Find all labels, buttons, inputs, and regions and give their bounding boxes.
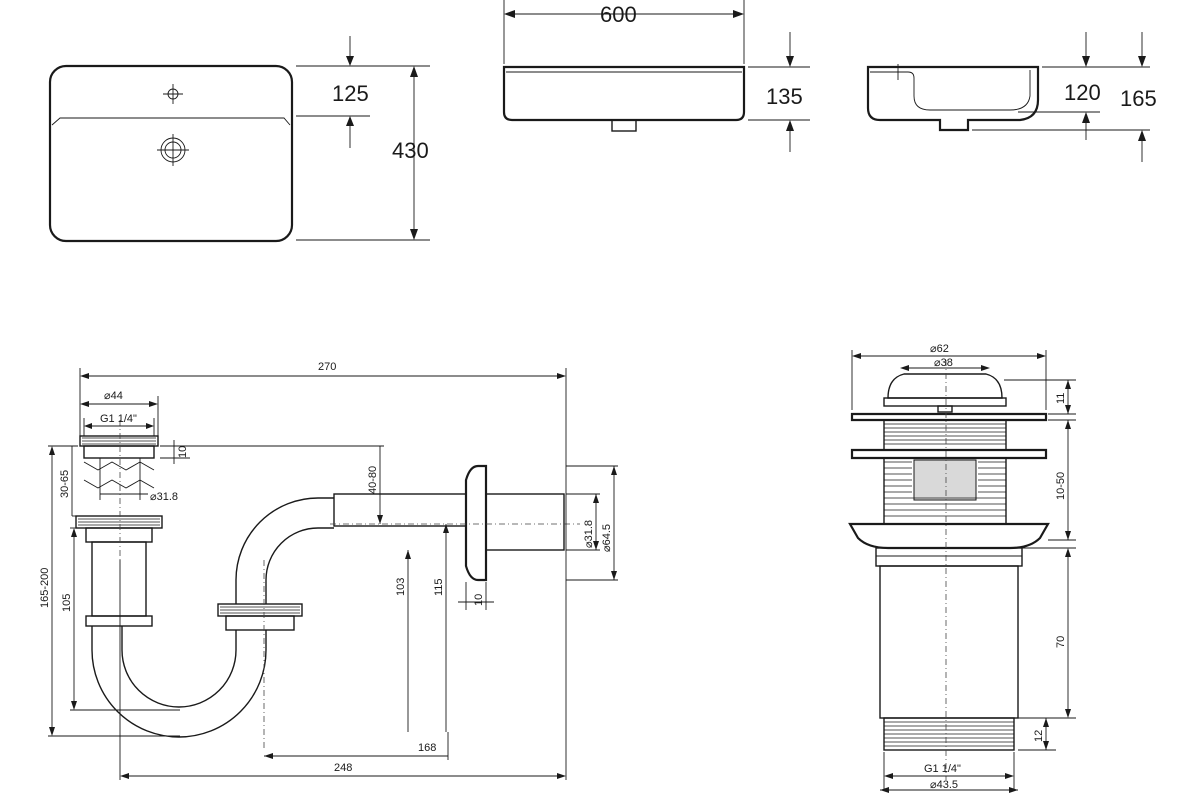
drain-hole-icon (157, 134, 189, 166)
dim-flange-diameter: ⌀64.5 (601, 524, 613, 552)
dim-168: 168 (418, 742, 436, 754)
dim-103: 103 (395, 578, 407, 596)
dim-11: 11 (1055, 393, 1067, 404)
tap-hole-icon (163, 84, 183, 104)
dim-pipe-diameter-31-8: ⌀31.8 (150, 491, 178, 503)
dim-diameter-62: ⌀62 (930, 343, 949, 355)
dim-30-65: 30-65 (59, 470, 71, 498)
basin-front-view: 600 135 (502, 0, 810, 152)
dim-105: 105 (61, 594, 73, 612)
dim-120: 120 (1064, 80, 1101, 105)
basin-top-view: 125 430 (48, 36, 430, 243)
dim-thread-g1-1-4: G1 1/4" (100, 413, 137, 425)
dim-115: 115 (433, 578, 445, 596)
basin-side-view: 120 165 (866, 32, 1157, 162)
dim-248: 248 (334, 762, 352, 774)
dim-12: 12 (1033, 730, 1045, 742)
dim-40-80: 40-80 (367, 466, 379, 494)
dim-430: 430 (392, 138, 429, 163)
dim-10-flange: 10 (473, 594, 485, 606)
dim-165-200: 165-200 (39, 568, 51, 608)
dim-diameter-44: ⌀44 (104, 390, 123, 402)
dim-diameter-43-5: ⌀43.5 (930, 779, 958, 791)
dim-125: 125 (332, 81, 369, 106)
siphon-drawing: 270 ⌀44 G1 1/4" 10 30-65 ⌀31.8 40-80 (39, 361, 618, 780)
dim-10-50: 10-50 (1055, 472, 1067, 500)
dim-270: 270 (318, 361, 336, 373)
dim-diameter-38: ⌀38 (934, 357, 953, 369)
dim-wall-pipe-diameter: ⌀31.8 (583, 520, 595, 548)
dim-70: 70 (1055, 636, 1067, 648)
dim-165: 165 (1120, 86, 1157, 111)
dim-valve-thread: G1 1/4" (924, 763, 961, 775)
dim-135: 135 (766, 84, 803, 109)
drain-valve-drawing: ⌀62 ⌀38 11 10-50 70 12 (848, 343, 1076, 793)
dim-600: 600 (600, 2, 637, 27)
dim-10-top: 10 (177, 446, 189, 458)
